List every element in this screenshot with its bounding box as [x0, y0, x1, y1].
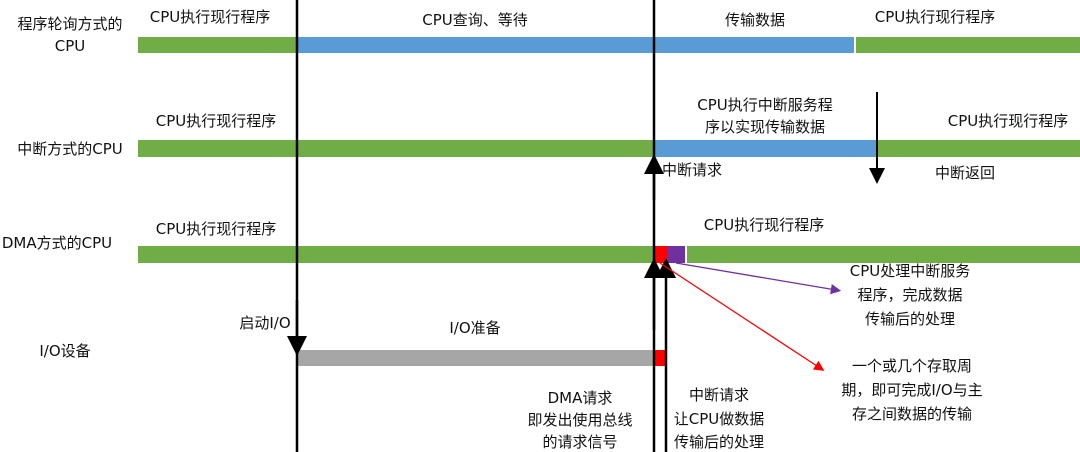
dma-row-label: DMA方式的CPU	[2, 234, 112, 252]
dma-request-note-line: 即发出使用总线	[527, 411, 632, 429]
polling-cpu-run-bar-2	[856, 37, 1080, 53]
cycle-note-line: 存之间数据的传输	[852, 405, 972, 423]
dma-seg2-label: CPU执行现行程序	[704, 216, 825, 234]
cycle-note-line: 期，即可完成I/O与主	[841, 381, 982, 399]
io-transfer-bar	[654, 350, 666, 366]
int-request-note-line: 传输后的处理	[674, 433, 764, 451]
dma-request-note-line: 的请求信号	[542, 433, 617, 451]
interrupt-row-label: 中断方式的CPU	[17, 140, 123, 158]
dma-cpu-run-bar-2	[687, 246, 1080, 263]
polling-row-label: 程序轮询方式的	[17, 15, 122, 33]
io-prep-label: I/O准备	[449, 319, 500, 337]
dma-request-note-line: DMA请求	[548, 389, 613, 407]
polling-seg2-label: CPU查询、等待	[422, 11, 528, 29]
dma-isr-bar	[667, 246, 685, 263]
interrupt-return-label: 中断返回	[935, 164, 995, 182]
io-start-label: 启动I/O	[239, 314, 290, 332]
dma-cpu-run-bar	[138, 246, 654, 263]
polling-cpu-run-bar	[138, 37, 297, 53]
interrupt-cpu-run-bar	[138, 140, 654, 157]
interrupt-seg2-label-2: 序以实现传输数据	[705, 118, 825, 136]
cycle-callout-arrow	[659, 262, 825, 371]
isr-note-line: 程序，完成数据	[857, 286, 962, 304]
interrupt-cpu-run-bar-2	[877, 140, 1080, 157]
polling-seg3-label: 传输数据	[725, 11, 785, 29]
io-prep-bar	[297, 350, 654, 366]
interrupt-seg2-label: CPU执行中断服务程	[697, 96, 833, 114]
io-row-label: I/O设备	[39, 342, 90, 360]
polling-row-label-2: CPU	[55, 37, 86, 55]
isr-note-line: 传输后的处理	[865, 310, 955, 328]
interrupt-request-label: 中断请求	[662, 161, 722, 179]
polling-wait-bar	[297, 37, 854, 53]
interrupt-seg3-label: CPU执行现行程序	[948, 112, 1069, 130]
isr-callout-arrow	[675, 262, 842, 295]
polling-seg1-label: CPU执行现行程序	[150, 8, 271, 26]
isr-note-line: CPU处理中断服务	[850, 262, 971, 280]
cycle-note-line: 一个或几个存取周	[852, 357, 972, 375]
int-request-note-line: 中断请求	[689, 386, 749, 404]
interrupt-isr-bar	[654, 140, 877, 157]
dma-seg1-label: CPU执行现行程序	[156, 220, 277, 238]
polling-seg4-label: CPU执行现行程序	[875, 8, 996, 26]
interrupt-seg1-label: CPU执行现行程序	[156, 112, 277, 130]
dma-transfer-bar	[654, 246, 667, 263]
int-request-note-line: 让CPU做数据	[674, 410, 765, 428]
